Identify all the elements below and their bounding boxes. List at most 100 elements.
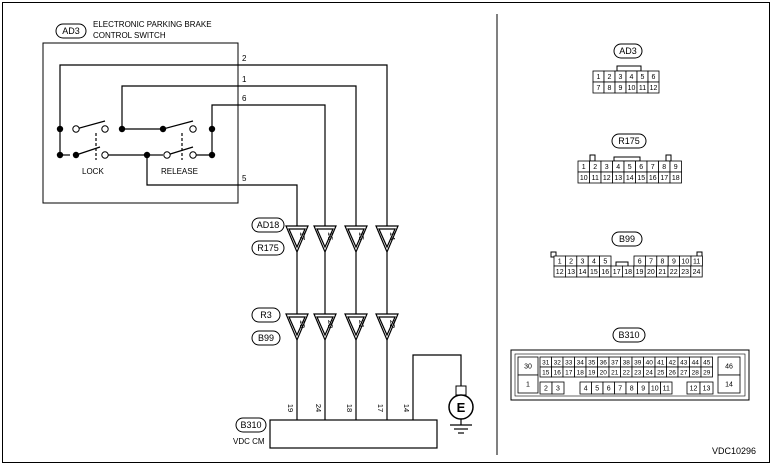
ad3-key: [616, 65, 642, 72]
connector-wires: [296, 252, 462, 420]
b99-pin-16-label: 16: [601, 269, 609, 276]
r175-pin-4-label: 4: [616, 164, 620, 171]
lock-label: LOCK: [82, 167, 104, 176]
r175-pin-11-label: 11: [592, 175, 599, 182]
b99-pin-15-label: 15: [590, 269, 598, 276]
b310-pin-33-label: 33: [565, 359, 573, 366]
b310-pin-3-label: 3: [556, 386, 560, 393]
b310-pin-6-label: 6: [607, 386, 611, 393]
b99-title-oval: [611, 231, 643, 247]
r175-pin-3-label: 3: [605, 164, 609, 171]
switch-title-line1: ELECTRONIC PARKING BRAKE: [93, 20, 212, 29]
b99-pin-9-label: 9: [672, 259, 676, 266]
wire-number-5: 5: [242, 174, 247, 183]
outer-frame: [2, 2, 770, 463]
b99-pin-18-label: 18: [624, 269, 632, 276]
b310-pin-1-label: 1: [526, 382, 530, 389]
switch-title-line2: CONTROL SWITCH: [93, 31, 166, 40]
ad3-pin-8-label: 8: [608, 85, 612, 92]
ad3-pin-12-label: 12: [650, 85, 658, 92]
b310-pin-11-label: 11: [663, 386, 670, 393]
r175-pin-5-label: 5: [628, 164, 632, 171]
b310-pin-4-label: 4: [584, 386, 588, 393]
b310-pin-9-label: 9: [641, 386, 645, 393]
upper-connector-symbols: [285, 225, 399, 254]
r175-key-left: [589, 154, 596, 162]
lower-pin-20: 20: [326, 320, 335, 328]
b310-pin-23-label: 23: [634, 369, 642, 376]
b310-pin-41-label: 41: [657, 359, 665, 366]
release-label: RELEASE: [161, 167, 198, 176]
switch-tag-oval: [55, 23, 87, 39]
ad3-pin-4-label: 4: [630, 74, 634, 81]
r175-pin-17-label: 17: [660, 175, 668, 182]
b310-pin-15-label: 15: [542, 369, 550, 376]
parking-brake-switch: AD3 ELECTRONIC PARKING BRAKE CONTROL SWI…: [42, 20, 388, 226]
ad3-pin-10-label: 10: [628, 85, 636, 92]
b310-pin-1-cell: [517, 374, 539, 394]
b99-pin-1-label: 1: [558, 259, 562, 266]
b99-pin-14-label: 14: [579, 269, 587, 276]
b310-pin-30-label: 30: [524, 364, 532, 371]
upper-pin-17: 17: [298, 232, 307, 240]
r175-pin-6-label: 6: [639, 164, 643, 171]
b310-pin-44-label: 44: [692, 359, 700, 366]
b99-pin-7-label: 7: [649, 259, 653, 266]
b99-pin-8-label: 8: [661, 259, 665, 266]
b99-pin-3-label: 3: [581, 259, 585, 266]
upper-pin-16: 16: [326, 232, 335, 240]
b310-pin-37-label: 37: [611, 359, 619, 366]
b310-pin-42-label: 42: [669, 359, 677, 366]
b99-pin-10-label: 10: [681, 259, 689, 266]
b310-pin-32-label: 32: [554, 359, 562, 366]
b310-pin-28-label: 28: [692, 369, 700, 376]
module-pin-24: 24: [314, 404, 323, 412]
b310-pin-26-label: 26: [669, 369, 677, 376]
r175-pin-18-cell: [669, 171, 682, 184]
b310-pin-10-label: 10: [651, 386, 659, 393]
upper-tag2-oval: [251, 240, 285, 256]
ad3-pin-1-label: 1: [597, 74, 601, 81]
ad3-title-oval: [613, 43, 643, 59]
wire-number-1: 1: [242, 75, 247, 84]
b310-pin-5-label: 5: [595, 386, 599, 393]
r175-key-right: [665, 154, 672, 162]
r175-pin-16-label: 16: [649, 175, 657, 182]
upper-tag1-oval: [251, 217, 285, 233]
b99-pin-13-label: 13: [567, 269, 575, 276]
switch-box: [42, 42, 239, 204]
b99-pin-20-label: 20: [647, 269, 655, 276]
b310-pin-16-label: 16: [554, 369, 562, 376]
b99-pin-12-label: 12: [556, 269, 564, 276]
b99-pin-11-label: 11: [693, 259, 700, 266]
lower-tag2-oval: [251, 330, 281, 346]
b310-pin-38-label: 38: [623, 359, 631, 366]
lower-connector-symbols: [285, 313, 399, 342]
b310-pin-19-label: 19: [588, 369, 596, 376]
lower-tag1: R3: [260, 310, 272, 320]
r175-title-oval: [611, 133, 647, 149]
r175-pin-13-label: 13: [614, 175, 622, 182]
b310-pin-14-cell: [717, 374, 741, 394]
ground-label: E: [457, 400, 466, 415]
module-pin-17: 17: [376, 404, 385, 412]
r175-pin-15-label: 15: [637, 175, 645, 182]
b99-pin-21-label: 21: [658, 269, 666, 276]
r175-pin-12-label: 12: [603, 175, 611, 182]
b310-pin-43-label: 43: [680, 359, 688, 366]
b310-title-oval: [612, 327, 646, 343]
b310-title: B310: [618, 330, 639, 340]
r175-pin-1-label: 1: [582, 164, 586, 171]
b310-pin-29-label: 29: [703, 369, 711, 376]
ad3-pin-6-label: 6: [652, 74, 656, 81]
ad3-pin-11-label: 11: [639, 85, 646, 92]
b310-pin-7-label: 7: [618, 386, 622, 393]
b310-pin-40-label: 40: [646, 359, 654, 366]
b310-pin-39-label: 39: [634, 359, 642, 366]
b310-pin-25-label: 25: [657, 369, 665, 376]
